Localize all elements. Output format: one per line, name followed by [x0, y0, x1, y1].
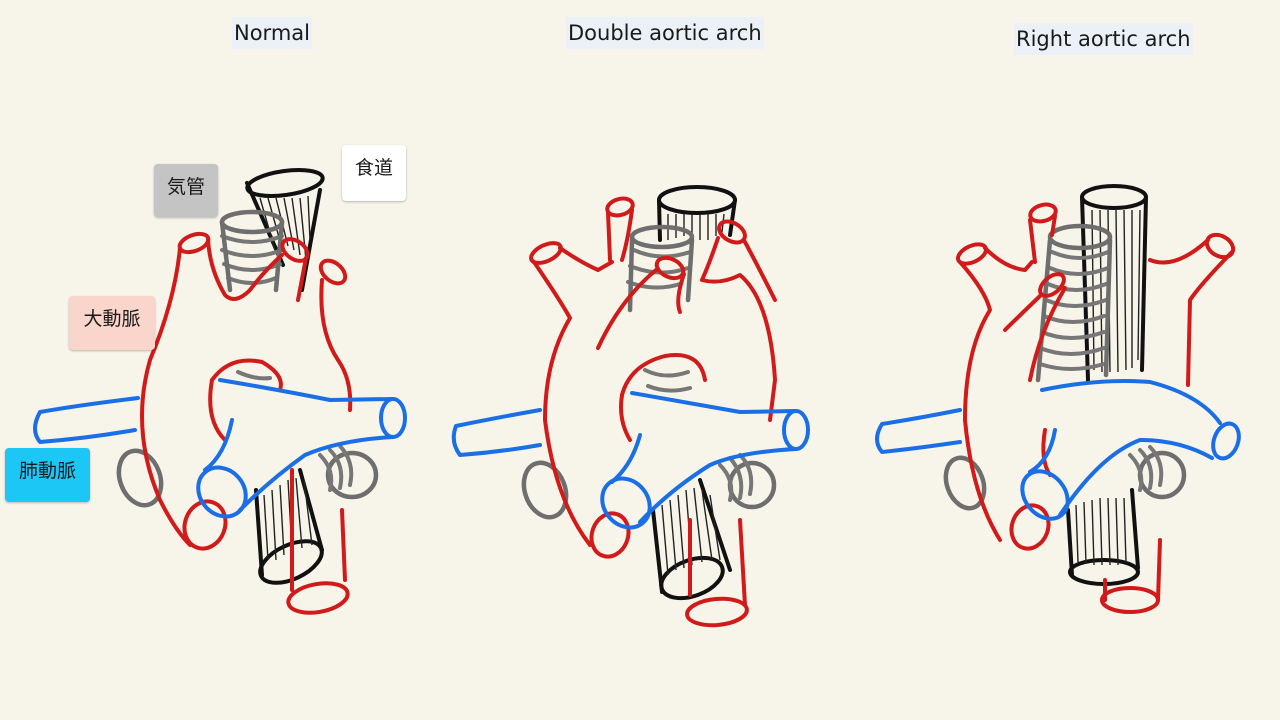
label-aorta: 大動脈 [69, 296, 155, 350]
diagram-right-aortic-arch [875, 184, 1241, 614]
panel-title-right-aortic-arch: Right aortic arch [1014, 23, 1193, 55]
esophagus-double [651, 185, 737, 601]
aorta-normal [140, 231, 353, 615]
label-esophagus: 食道 [342, 145, 406, 201]
aorta-right [955, 202, 1236, 614]
panel-title-normal: Normal [232, 17, 312, 49]
label-pulmonary-artery: 肺動脈 [5, 448, 90, 502]
trachea-right [943, 223, 1187, 511]
aorta-double [529, 196, 777, 628]
label-trachea: 気管 [154, 164, 218, 217]
pulmonary-artery-double [451, 391, 810, 530]
diagram-normal [33, 167, 407, 615]
diagram-double-aortic-arch [451, 185, 810, 628]
panel-title-double-aortic-arch: Double aortic arch [566, 17, 764, 49]
pulmonary-artery-normal [33, 378, 407, 519]
pulmonary-artery-right [875, 379, 1241, 521]
trachea-normal [116, 209, 379, 508]
